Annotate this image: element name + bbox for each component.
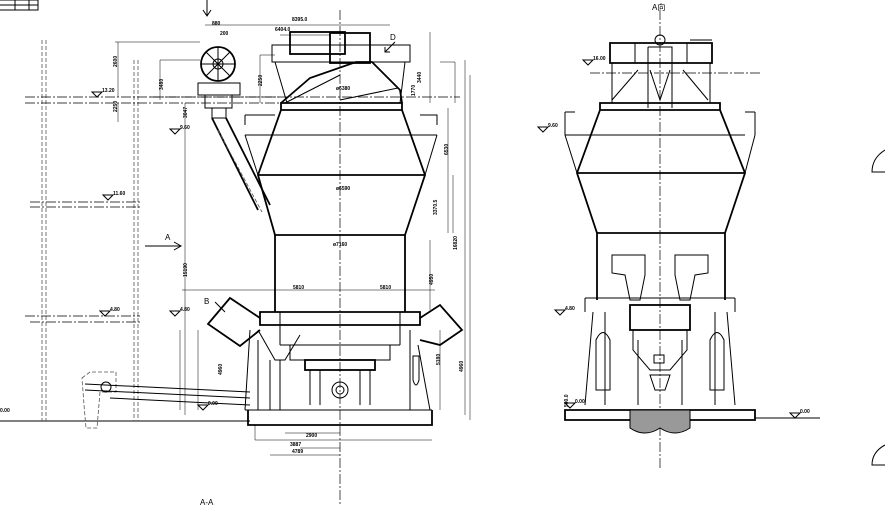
- dim-3887: 3887: [290, 442, 301, 448]
- dim-2900: 2900: [306, 433, 317, 439]
- dimension-lines: [115, 24, 471, 456]
- level-r4: 0.00: [575, 399, 585, 405]
- dim-2600: 2600: [113, 56, 119, 67]
- dim-total-height: 15190: [183, 263, 189, 277]
- dim-sep-top-dia: ø6380: [336, 86, 350, 92]
- dim-sep-dia: ø6590: [336, 186, 350, 192]
- dim-cylinder-dia: ø7160: [333, 242, 347, 248]
- view-arrows: A B D: [145, 0, 396, 313]
- level-l2: 9.60: [180, 125, 190, 131]
- dim-cone-height: 6530: [444, 144, 450, 155]
- view-a-direction: [564, 34, 756, 434]
- dim-top-width: 8395.0: [292, 17, 308, 23]
- level-r1: 16.00: [593, 56, 606, 62]
- dim-feed-width: 200: [220, 31, 229, 37]
- arrow-label-b: B: [204, 297, 209, 306]
- level-l3: 11.60: [113, 191, 125, 197]
- level-l5: 4.80: [180, 307, 190, 313]
- level-l1: 13.20: [102, 88, 115, 94]
- dim-4789: 4789: [292, 449, 303, 455]
- section-view-a-a: [197, 31, 464, 426]
- dim-2250b: 2250: [258, 75, 264, 86]
- dim-cone-lower-height: 3370.5: [433, 199, 439, 215]
- dimension-labels: 8395.0 6404.0 880 200 2600 3480 2250 304…: [113, 17, 570, 455]
- level-l7: 0.00: [0, 408, 10, 414]
- level-marks: 13.20 9.60 11.60 4.80 4.80 0.00 0.00 16.…: [0, 56, 810, 419]
- dim-base-h2: 5180: [436, 354, 442, 365]
- building-columns: [25, 40, 280, 421]
- dim-3480: 3480: [159, 79, 165, 90]
- view-title: A向: [652, 2, 665, 12]
- dim-half-right: 5810: [380, 285, 391, 291]
- dim-half-left: 5810: [293, 285, 304, 291]
- title-block-fragment: [0, 0, 39, 11]
- level-r5: 0.00: [800, 409, 810, 415]
- section-title: A-A: [200, 498, 214, 507]
- level-r3: 4.80: [565, 306, 575, 312]
- level-l4: 4.80: [110, 307, 120, 313]
- dim-base-h3: 4960: [459, 361, 465, 372]
- dim-feed-offset: 880: [212, 21, 221, 27]
- arrow-label-a: A: [165, 233, 171, 242]
- level-l6: 0.00: [208, 401, 218, 407]
- dim-base-h1: 4960: [218, 364, 224, 375]
- feed-conveyor: [81, 371, 251, 429]
- dim-3047: 3047: [183, 107, 189, 118]
- dim-2250: 2250: [113, 101, 119, 112]
- dim-1770: 1770: [411, 85, 417, 96]
- dim-3440: 3440: [417, 72, 423, 83]
- level-r2: 9.60: [548, 123, 558, 129]
- concrete-foundation-hatch: [629, 409, 691, 434]
- dim-overall-height: 16820: [453, 236, 459, 250]
- margin-fragment: [871, 149, 885, 466]
- dim-mid-height: 4950: [429, 274, 435, 285]
- dim-hood-width: 6404.0: [275, 27, 291, 33]
- arrow-label-d: D: [390, 33, 396, 42]
- dim-foundation-height: 500.0: [564, 394, 570, 407]
